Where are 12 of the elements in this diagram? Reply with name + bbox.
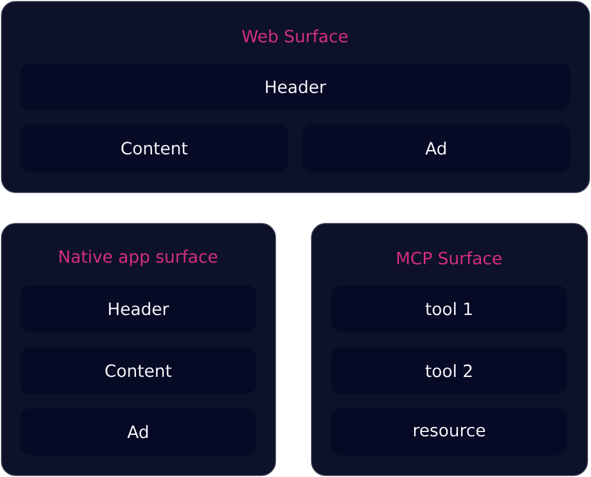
section-box: Content (20, 124, 288, 172)
section-box: tool 2 (331, 347, 568, 394)
panel-title: Web Surface (242, 29, 348, 43)
section-box: Ad (20, 408, 256, 456)
section-box: tool 1 (331, 285, 568, 332)
section-box: Header (20, 63, 570, 110)
section-box: Ad (302, 124, 570, 172)
section-box: resource (331, 408, 568, 456)
section-box: Content (20, 347, 256, 394)
panel-title: Native app surface (60, 250, 218, 266)
panel-title: MCP Surface (397, 251, 502, 265)
section-box: Header (20, 285, 256, 332)
